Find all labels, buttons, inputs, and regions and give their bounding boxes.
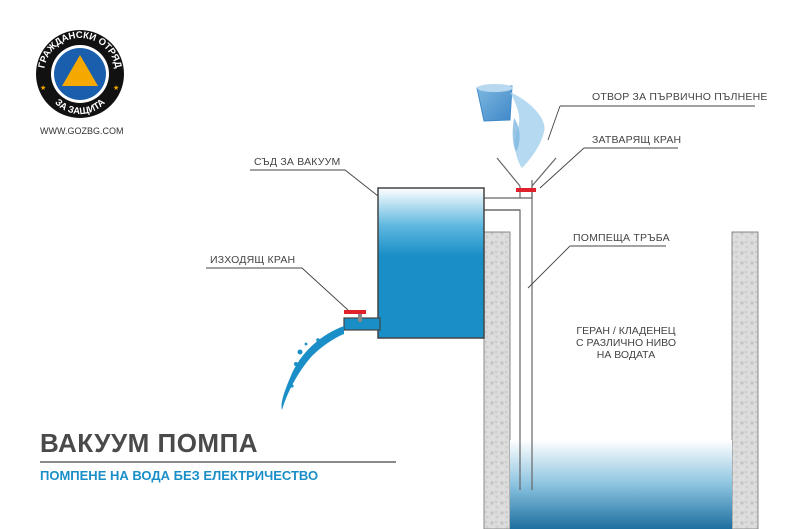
website-url: WWW.GOZBG.COM bbox=[40, 126, 124, 136]
logo-star-icon: ★ bbox=[113, 84, 119, 92]
well bbox=[483, 231, 759, 529]
civil-protection-logo: ГРАЖДАНСКИ ОТРЯД ЗА ЗАЩИТА ★ ★ bbox=[36, 30, 124, 118]
vacuum-tank bbox=[377, 187, 485, 339]
label-well-line1: ГЕРАН / КЛАДЕНЕЦ bbox=[576, 325, 676, 337]
outlet-assembly bbox=[343, 310, 381, 331]
page-title: ВАКУУМ ПОМПА bbox=[40, 428, 259, 458]
logo-star-icon: ★ bbox=[40, 84, 46, 92]
leader-lines bbox=[206, 105, 755, 311]
label-priming-opening: ОТВОР ЗА ПЪРВИЧНО ПЪЛНЕНЕ bbox=[592, 91, 768, 103]
outlet-valve bbox=[344, 310, 366, 314]
leader-shutoff-valve bbox=[539, 147, 678, 189]
leader-outlet-valve bbox=[206, 267, 349, 311]
label-outlet-valve: ИЗХОДЯЩ КРАН bbox=[210, 254, 296, 266]
tank-water bbox=[378, 188, 484, 338]
label-well-line3: НА ВОДАТА bbox=[596, 349, 656, 361]
page-subtitle: ПОМПЕНЕ НА ВОДА БЕЗ ЕЛЕКТРИЧЕСТВО bbox=[40, 468, 319, 483]
well-wall-right bbox=[731, 231, 759, 529]
label-shutoff-valve: ЗАТВАРЯЩ КРАН bbox=[592, 134, 682, 146]
tank-outline bbox=[377, 187, 485, 339]
priming-funnel bbox=[496, 157, 557, 187]
pumping-pipe bbox=[484, 180, 533, 490]
shutoff-valve bbox=[516, 188, 536, 192]
well-wall-left bbox=[483, 231, 511, 529]
leader-priming-opening bbox=[547, 105, 755, 141]
label-well: ГЕРАН / КЛАДЕНЕЦ С РАЗЛИЧНО НИВО НА ВОДА… bbox=[566, 325, 686, 361]
outflow-water bbox=[281, 326, 344, 410]
well-water bbox=[510, 440, 732, 529]
leader-vacuum-vessel bbox=[250, 169, 379, 197]
label-well-line2: С РАЗЛИЧНО НИВО bbox=[576, 337, 676, 349]
pouring-water bbox=[510, 92, 545, 168]
label-vacuum-vessel: СЪД ЗА ВАКУУМ bbox=[254, 156, 341, 168]
label-pumping-pipe: ПОМПЕЩА ТРЪБА bbox=[573, 232, 670, 244]
leader-pumping-pipe bbox=[527, 245, 666, 289]
water-bucket-icon bbox=[476, 84, 513, 122]
logo-triangle-icon bbox=[62, 55, 98, 86]
